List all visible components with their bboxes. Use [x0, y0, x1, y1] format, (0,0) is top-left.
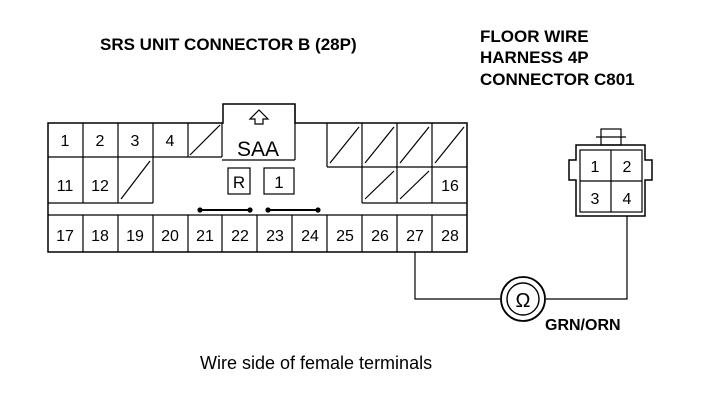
- pin-18: 18: [91, 228, 109, 245]
- c801-outline: [568, 144, 653, 217]
- pin-1: 1: [61, 133, 70, 150]
- key-1-label: 1: [274, 173, 283, 192]
- pin-17: 17: [56, 228, 74, 245]
- blank-cavity-mark: [364, 170, 395, 200]
- pin-4: 4: [166, 133, 175, 150]
- pin-26: 26: [371, 228, 389, 245]
- blank-cavity-mark: [434, 126, 465, 164]
- pin-3: 3: [131, 133, 140, 150]
- blank-cavity-mark: [120, 160, 151, 200]
- ohm-icon: Ω: [516, 290, 531, 312]
- c801-pin-3: 3: [591, 191, 600, 208]
- floor-harness-title-line-2: HARNESS 4P: [480, 48, 589, 67]
- blank-cavity-mark: [399, 126, 430, 164]
- pin-22: 22: [231, 228, 249, 245]
- pin-2: 2: [96, 133, 105, 150]
- ohmmeter: Ω: [500, 276, 546, 322]
- diagram-caption: Wire side of female terminals: [200, 353, 432, 373]
- blank-cavity-mark: [329, 126, 360, 164]
- shorting-bar-left: [197, 207, 253, 213]
- saa-label: SAA: [237, 138, 279, 161]
- srs-connector-b: SAA R 1 1 2 3 4 11 12 16 17 18 19 20 21 …: [47, 103, 468, 253]
- pin-24: 24: [301, 228, 319, 245]
- c801-pin-2: 2: [623, 159, 632, 176]
- c801-connector: 1 2 3 4: [568, 128, 653, 217]
- pin-16: 16: [441, 178, 459, 195]
- floor-harness-title-line-1: FLOOR WIRE: [480, 27, 589, 46]
- blank-cavity-mark: [189, 124, 221, 156]
- lock-arrow-icon: [248, 109, 270, 125]
- blank-cavity-mark: [399, 170, 430, 200]
- shorting-bar-right: [265, 207, 321, 213]
- pin-19: 19: [126, 228, 144, 245]
- key-1-box: [263, 167, 295, 195]
- key-r-box: [227, 167, 251, 195]
- key-r-label: R: [233, 173, 245, 192]
- blank-cavity-mark: [364, 126, 395, 164]
- pin-23: 23: [266, 228, 284, 245]
- floor-harness-title-line-3: CONNECTOR C801: [480, 70, 635, 89]
- pin-11: 11: [57, 178, 74, 195]
- pin-12: 12: [91, 178, 109, 195]
- srs-connector-title: SRS UNIT CONNECTOR B (28P): [100, 35, 357, 54]
- c801-pin-4: 4: [623, 191, 632, 208]
- pin-25: 25: [336, 228, 354, 245]
- pin-28: 28: [441, 228, 459, 245]
- pin-27: 27: [406, 228, 424, 245]
- c801-pin-1: 1: [591, 159, 600, 176]
- pin-20: 20: [161, 228, 179, 245]
- test-lead-left: [414, 252, 500, 300]
- wire-color-label: GRN/ORN: [545, 317, 621, 334]
- test-lead-right: [546, 216, 628, 300]
- pin-21: 21: [196, 228, 214, 245]
